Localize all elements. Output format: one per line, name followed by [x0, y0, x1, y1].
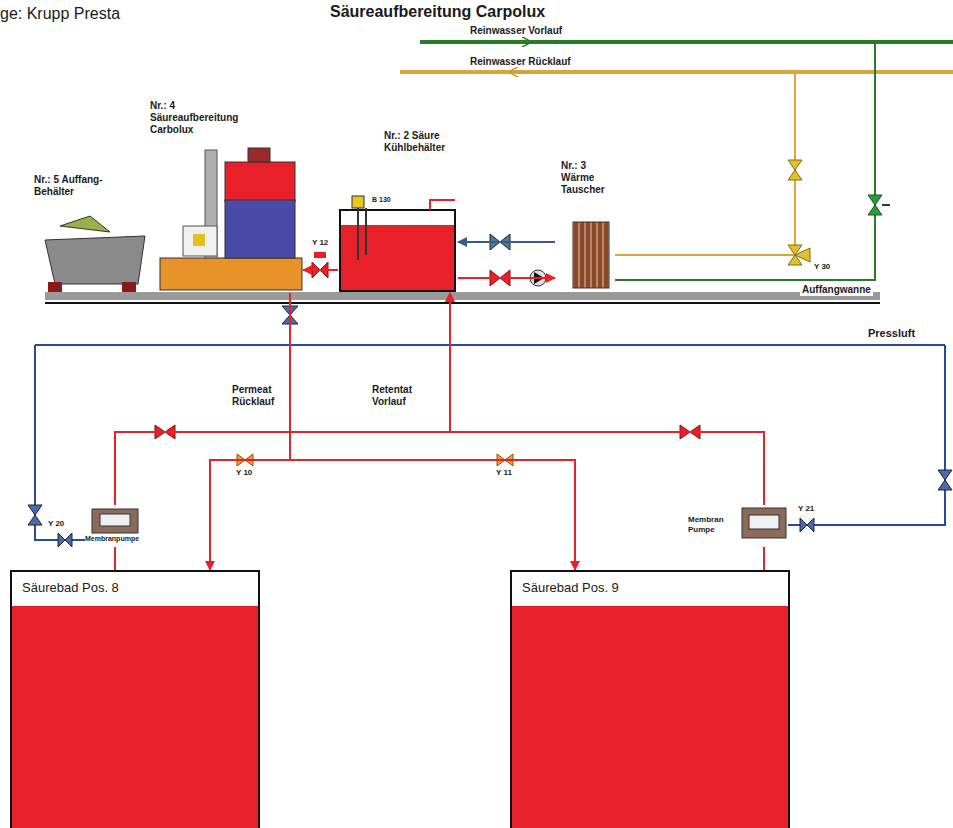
- annotation-label: Reinwasser Rücklauf: [470, 56, 571, 68]
- container-label: Nr.: 5 Auffang-Behälter: [28, 172, 128, 226]
- node-text: Säurebad Pos. 8: [22, 580, 252, 596]
- node-text: Membran Pumpe: [688, 515, 732, 534]
- pipe-connector: [458, 277, 555, 279]
- node-text: Nr.: 4 Säureaufbereitung Carbolux: [150, 100, 245, 136]
- pipe-connector: [115, 293, 450, 505]
- exchanger-label: Nr.: 3 Wärme Tauscher: [555, 158, 620, 293]
- equipment-label: Nr.: 4 Säureaufbereitung Carbolux: [148, 98, 303, 293]
- annotation-label: Retentat Vorlauf: [372, 384, 432, 408]
- node-text: Säurebad Pos. 9: [522, 580, 752, 596]
- pipe-connector: [303, 269, 338, 271]
- acid-bath: Säurebad Pos. 9: [510, 570, 790, 828]
- annotation-label: Y 21: [798, 504, 814, 514]
- annotation-label: Auffangwanne: [800, 284, 873, 296]
- pump-label: Membranpumpe: [85, 505, 145, 547]
- annotation-label: Pressluft: [868, 327, 915, 340]
- annotation-label: Y 30: [814, 262, 830, 272]
- annotation-label: Y 11: [496, 468, 512, 478]
- annotation-label: Permeat Rücklauf: [232, 384, 284, 408]
- annotation-label: Y 12: [312, 238, 328, 248]
- pipe-connector: [763, 547, 765, 570]
- pipe-connector: [450, 293, 764, 505]
- annotation-label: Y 10: [236, 468, 252, 478]
- tank-label: Nr.: 2 Säure Kühlbehälter: [338, 128, 458, 293]
- pump-label: Membran Pumpe: [688, 505, 788, 547]
- diagram-title: Säureaufbereitung Carpolux: [330, 2, 545, 21]
- pipe-connector: [114, 547, 116, 570]
- annotation-label: B 130: [372, 196, 391, 204]
- node-text: Nr.: 5 Auffang-Behälter: [34, 174, 104, 198]
- annotation-label: Y 20: [48, 519, 64, 529]
- node-text: Nr.: 2 Säure Kühlbehälter: [384, 130, 456, 154]
- node-text: Nr.: 3 Wärme Tauscher: [561, 160, 621, 196]
- pipe-connector: [458, 241, 555, 243]
- acid-bath: Säurebad Pos. 8: [10, 570, 260, 828]
- annotation-label: ge: Krupp Presta: [0, 4, 120, 23]
- annotation-label: Reinwasser Vorlauf: [470, 25, 562, 37]
- node-text: Membranpumpe: [85, 535, 145, 543]
